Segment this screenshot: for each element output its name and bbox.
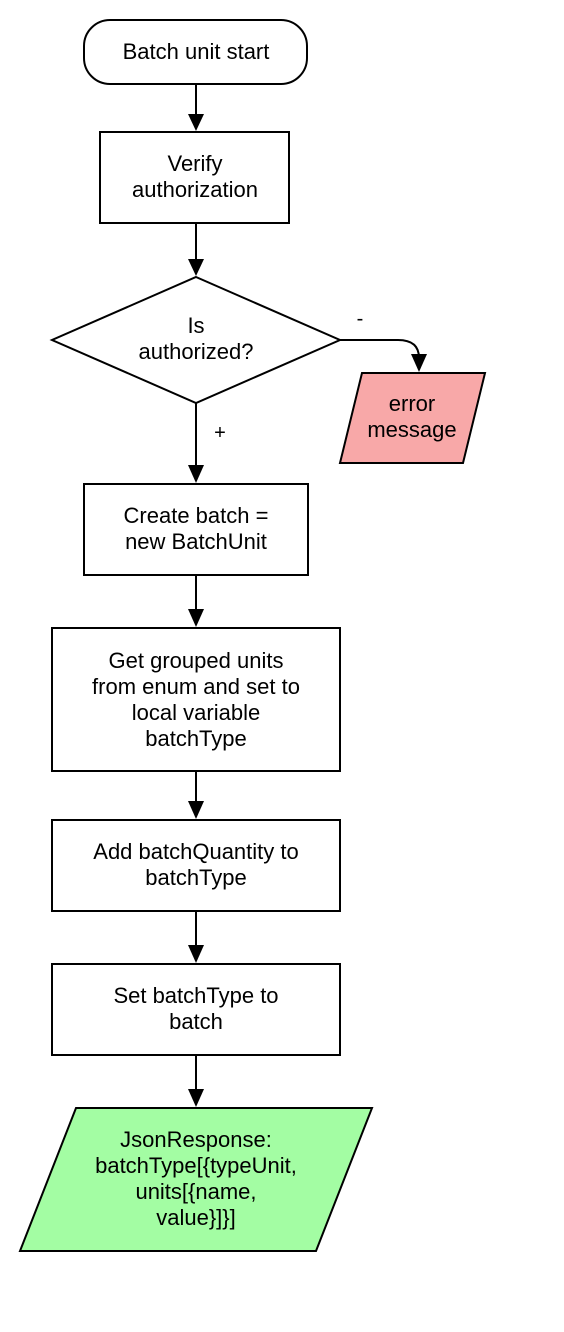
node-response: JsonResponse:batchType[{typeUnit,units[{… bbox=[18, 1107, 374, 1252]
response-io bbox=[18, 1107, 374, 1252]
label-line: Batch unit start bbox=[123, 39, 270, 64]
arrowhead-create bbox=[188, 465, 204, 483]
label-line: batchType bbox=[145, 865, 247, 890]
get-grouped-process bbox=[51, 627, 341, 772]
label-line: local variable bbox=[132, 700, 260, 725]
label-line: batchType bbox=[145, 726, 247, 751]
label-line: error bbox=[389, 391, 435, 416]
start-terminator bbox=[83, 19, 308, 85]
label-line: value}]}] bbox=[156, 1205, 236, 1230]
label-line: batch bbox=[169, 1009, 223, 1034]
arrowhead-error bbox=[411, 354, 427, 372]
label-line: JsonResponse: bbox=[120, 1127, 272, 1152]
node-create-batch: Create batch =new BatchUnit bbox=[83, 483, 309, 576]
arrowhead-get bbox=[188, 609, 204, 627]
label-line: Create batch = bbox=[124, 503, 269, 528]
edge-label-yes: + bbox=[214, 422, 226, 444]
arrowhead-set bbox=[188, 945, 204, 963]
arrowhead-verify bbox=[188, 114, 204, 131]
create-batch-label: Create batch =new BatchUnit bbox=[124, 503, 269, 554]
add-quantity-process bbox=[51, 819, 341, 912]
edges: - + bbox=[188, 84, 427, 1107]
label-line: from enum and set to bbox=[92, 674, 300, 699]
node-start: Batch unit start bbox=[83, 19, 308, 85]
label-line: authorized? bbox=[139, 339, 254, 364]
arrowhead-add bbox=[188, 801, 204, 819]
label-line: units[{name, bbox=[135, 1179, 256, 1204]
label-line: Set batchType to bbox=[113, 983, 278, 1008]
create-batch-process bbox=[83, 483, 309, 576]
start-label: Batch unit start bbox=[123, 39, 270, 64]
response-label: JsonResponse:batchType[{typeUnit,units[{… bbox=[95, 1127, 297, 1230]
edge-decision-to-error bbox=[340, 339, 420, 359]
label-line: Is bbox=[187, 313, 204, 338]
authorized-decision bbox=[49, 275, 343, 405]
label-line: Verify bbox=[167, 151, 222, 176]
error-io bbox=[338, 372, 487, 464]
label-line: batchType[{typeUnit, bbox=[95, 1153, 297, 1178]
label-line: Get grouped units bbox=[109, 648, 284, 673]
label-line: authorization bbox=[132, 177, 258, 202]
arrowhead-response bbox=[188, 1089, 204, 1107]
label-line: new BatchUnit bbox=[125, 529, 267, 554]
verify-process bbox=[99, 131, 290, 224]
label-line: message bbox=[367, 417, 456, 442]
arrowhead-decision bbox=[188, 259, 204, 276]
label-line: Add batchQuantity to bbox=[93, 839, 298, 864]
edge-label-no: - bbox=[357, 308, 364, 330]
set-type-process bbox=[51, 963, 341, 1056]
